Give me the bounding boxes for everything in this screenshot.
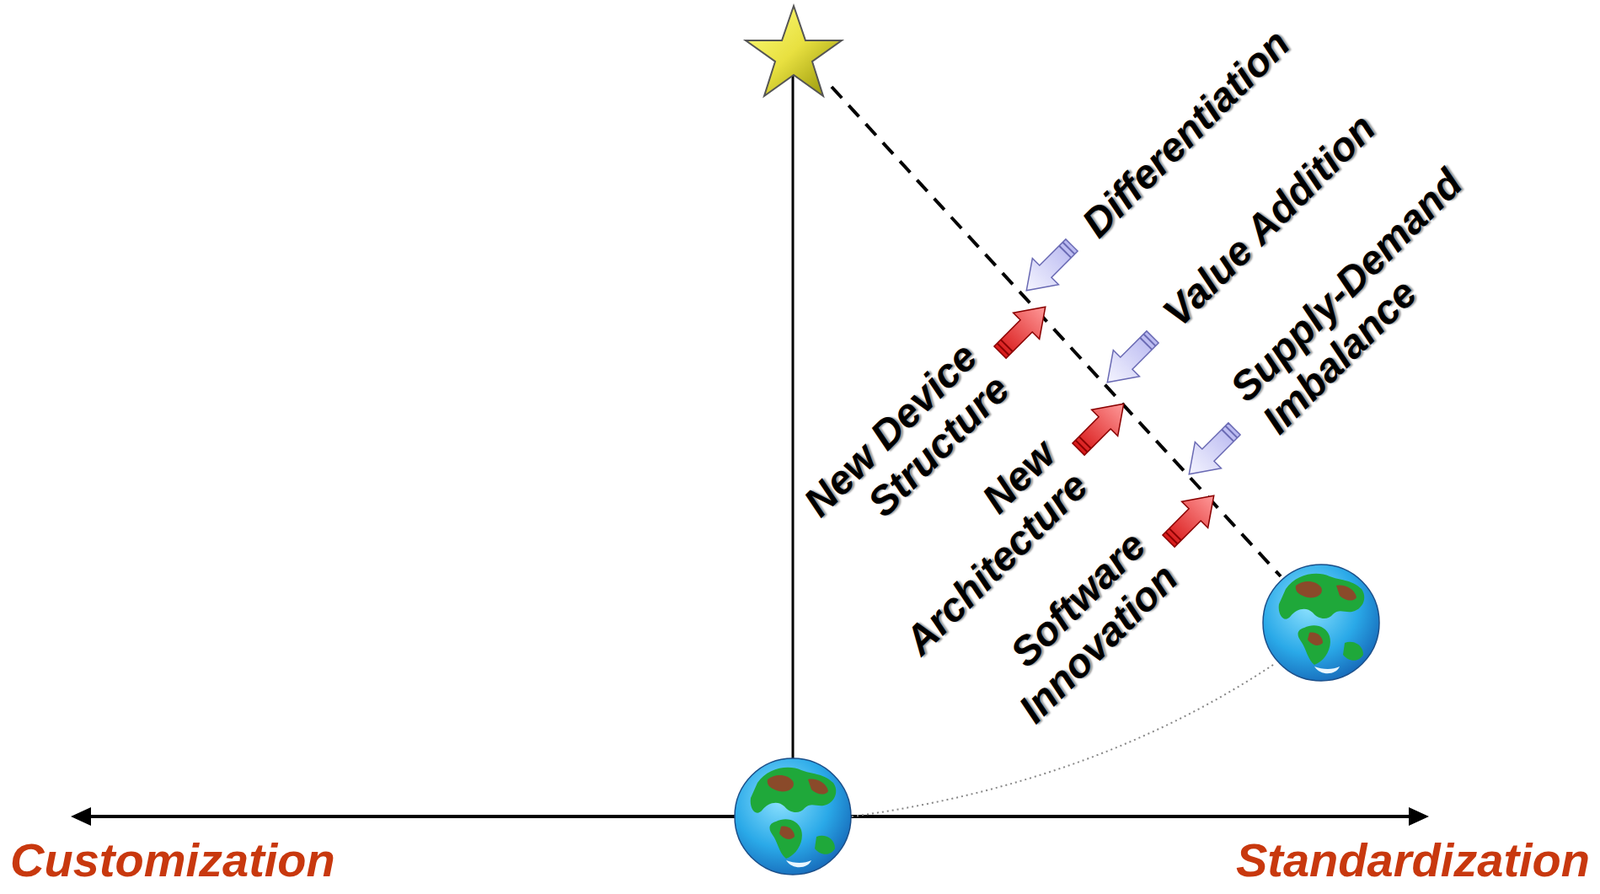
- pressure-arrow: [1176, 415, 1248, 487]
- vertical-axis: [791, 56, 795, 763]
- target-star: [745, 5, 842, 97]
- force-label: Supply-Demand Imbalance: [1219, 134, 1529, 445]
- driver-arrow: [1064, 390, 1137, 463]
- driver-arrow: [1155, 482, 1227, 555]
- axis-label: Customization: [10, 834, 336, 888]
- pressure-arrow: [1094, 323, 1167, 396]
- axis-label: Standardization: [1236, 834, 1590, 888]
- pressure-arrow: [1013, 231, 1086, 304]
- globe-origin: [734, 758, 851, 875]
- globe-shifted: [1262, 564, 1380, 681]
- driver-arrow: [986, 294, 1059, 366]
